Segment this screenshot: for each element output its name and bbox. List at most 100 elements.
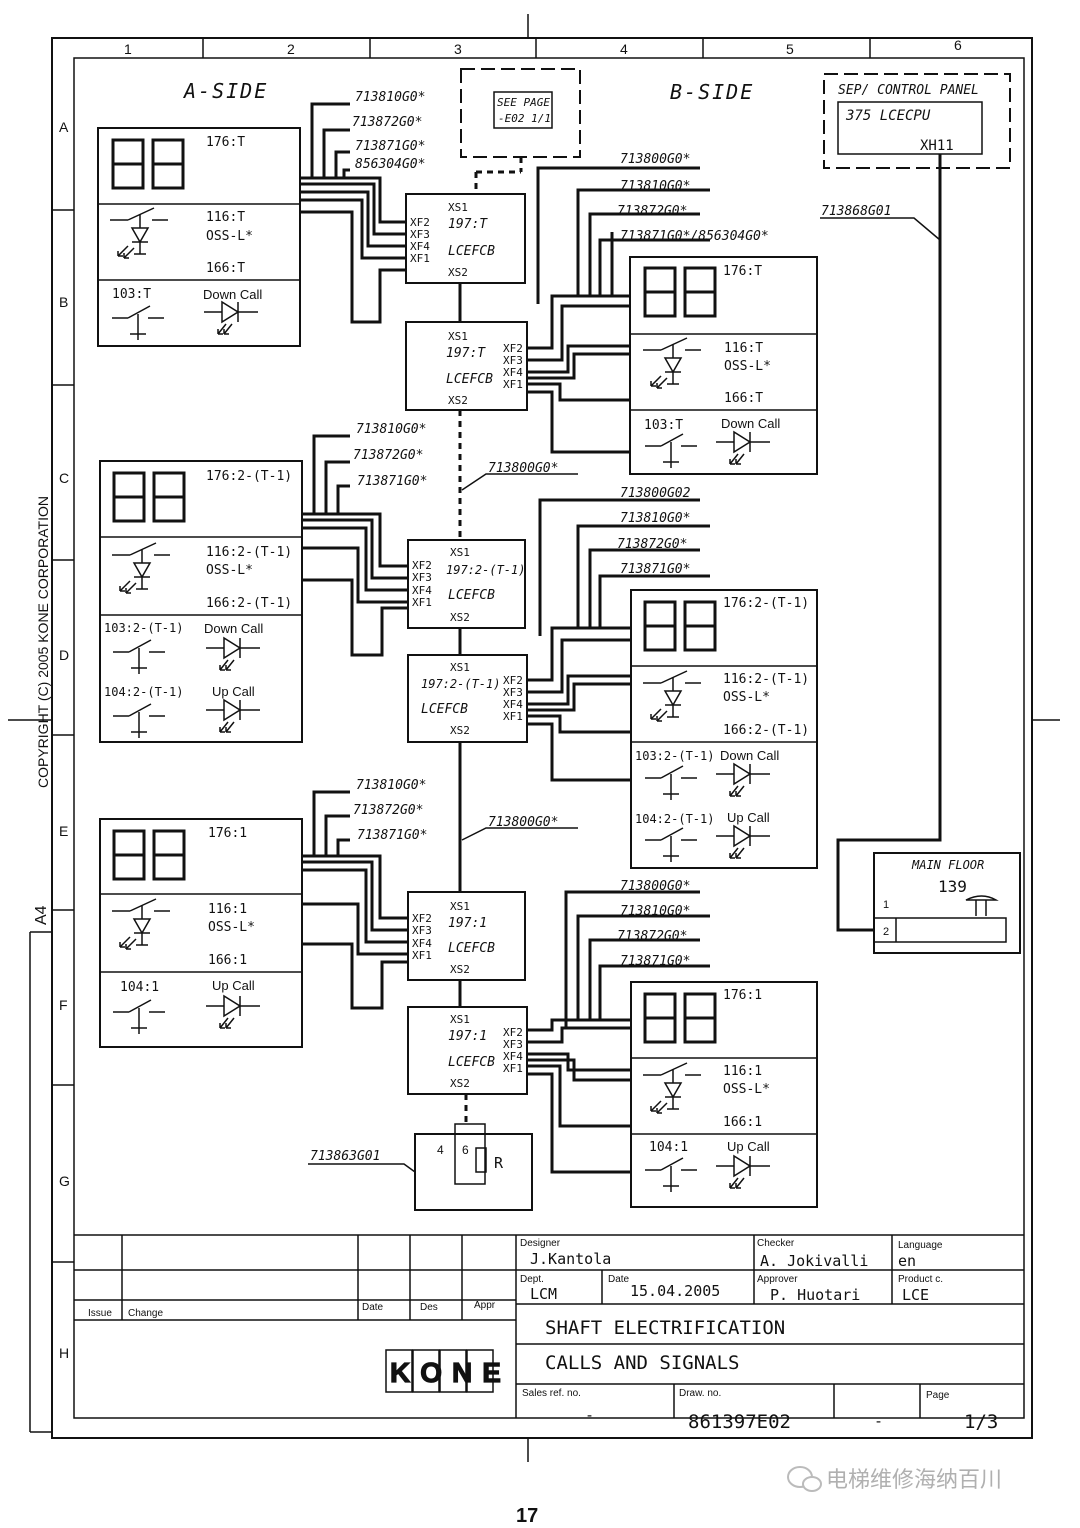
svg-text:Down Call: Down Call xyxy=(203,287,262,302)
svg-text:LCE: LCE xyxy=(902,1286,929,1304)
a-top-cable-drops xyxy=(310,102,350,178)
svg-text:XF1: XF1 xyxy=(503,378,523,391)
col-4: 4 xyxy=(620,41,628,57)
svg-text:197:1: 197:1 xyxy=(448,916,487,931)
control-panel: SEP/ CONTROL PANEL 375 LCECPU XH11 71386… xyxy=(820,73,1011,932)
col-5: 5 xyxy=(786,41,794,57)
sheet-page-number: 17 xyxy=(516,1505,538,1527)
a-bottom-wiring xyxy=(302,854,408,1010)
svg-text:XF4: XF4 xyxy=(503,1050,523,1063)
call-led-icon xyxy=(715,1155,771,1189)
svg-text:713863G01: 713863G01 xyxy=(310,1149,380,1164)
b-bottom-cable-drops xyxy=(564,890,710,1028)
svg-text:电梯维修海纳百川: 电梯维修海纳百川 xyxy=(826,1468,1002,1493)
main-floor-number: 139 xyxy=(938,877,967,896)
svg-text:713871G0*: 713871G0* xyxy=(620,954,690,969)
svg-text:LCM: LCM xyxy=(530,1285,557,1303)
svg-text:XF3: XF3 xyxy=(503,354,523,367)
svg-text:XS2: XS2 xyxy=(450,611,470,624)
svg-text:197:2-(T-1): 197:2-(T-1) xyxy=(421,677,500,691)
oss-indicator-icon xyxy=(111,542,171,594)
control-panel-cable: 713868G01 xyxy=(821,204,891,219)
svg-text:104:2-(T-1): 104:2-(T-1) xyxy=(635,812,714,826)
svg-text:116:T: 116:T xyxy=(724,341,763,356)
svg-text:XS1: XS1 xyxy=(450,546,470,559)
svg-text:XF4: XF4 xyxy=(410,240,430,253)
pushbutton-icon xyxy=(644,1157,698,1193)
svg-text:176:2-(T-1): 176:2-(T-1) xyxy=(723,596,809,611)
segment-display-icon xyxy=(112,829,186,881)
svg-text:R: R xyxy=(494,1154,504,1172)
svg-text:Approver: Approver xyxy=(757,1274,798,1285)
svg-text:XS2: XS2 xyxy=(448,394,468,407)
svg-text:Checker: Checker xyxy=(757,1238,795,1249)
svg-text:166:2-(T-1): 166:2-(T-1) xyxy=(206,596,292,611)
oss-indicator-icon xyxy=(642,337,702,389)
svg-text:176:1: 176:1 xyxy=(208,826,247,841)
main-floor-title: MAIN FLOOR xyxy=(911,858,984,872)
svg-text:713810G0*: 713810G0* xyxy=(355,90,425,105)
b-top-wiring xyxy=(527,294,630,454)
paper-size: A4 xyxy=(33,905,50,925)
a-station-bottom: 176:1 116:1 OSS-L* 166:1 104:1 Up Call xyxy=(99,818,303,1048)
svg-text:713872G0*: 713872G0* xyxy=(617,537,687,552)
svg-text:XF3: XF3 xyxy=(412,571,432,584)
svg-text:Date: Date xyxy=(362,1302,384,1313)
svg-text:713810G0*: 713810G0* xyxy=(356,422,426,437)
svg-text:XF1: XF1 xyxy=(410,252,430,265)
svg-text:-: - xyxy=(585,1406,594,1424)
svg-text:XF4: XF4 xyxy=(503,698,523,711)
drawing-frame xyxy=(8,14,1060,1462)
svg-text:J.Kantola: J.Kantola xyxy=(530,1250,611,1268)
pushbutton-icon xyxy=(112,639,166,675)
pushbutton-icon xyxy=(111,305,165,341)
title-block: Issue Change Date Des Appr Designer J.Ka… xyxy=(74,1234,1024,1433)
svg-text:Appr: Appr xyxy=(474,1300,496,1311)
svg-text:713810G0*: 713810G0* xyxy=(620,179,690,194)
svg-text:OSS-L*: OSS-L* xyxy=(206,563,253,578)
a-side-title: A-SIDE xyxy=(182,79,268,103)
segment-display-icon xyxy=(112,471,186,523)
svg-text:713872G0*: 713872G0* xyxy=(352,115,422,130)
svg-text:197:1: 197:1 xyxy=(448,1029,487,1044)
svg-text:XS2: XS2 xyxy=(450,963,470,976)
svg-text:6: 6 xyxy=(462,1143,469,1157)
main-floor-pin2: 2 xyxy=(883,926,889,938)
a-bottom-cable-drops xyxy=(312,790,350,856)
row-markers: A B C D E F G H xyxy=(59,119,70,1361)
watermark: 电梯维修海纳百川 xyxy=(787,1466,1002,1493)
svg-text:713800G0*: 713800G0* xyxy=(620,152,690,167)
svg-text:Page: Page xyxy=(926,1390,950,1401)
svg-text:713871G0*: 713871G0* xyxy=(355,139,425,154)
drawing-title-2: CALLS AND SIGNALS xyxy=(545,1352,739,1374)
svg-text:176:1: 176:1 xyxy=(723,988,762,1003)
svg-text:OSS-L*: OSS-L* xyxy=(723,690,770,705)
svg-text:713871G0*: 713871G0* xyxy=(357,474,427,489)
row-d: D xyxy=(59,647,69,663)
svg-text:713871G0*: 713871G0* xyxy=(357,828,427,843)
a-station-middle: 176:2-(T-1) 116:2-(T-1) OSS-L* 166:2-(T-… xyxy=(99,460,303,743)
oss-indicator-icon xyxy=(642,1062,702,1114)
svg-text:XS1: XS1 xyxy=(450,900,470,913)
svg-text:LCEFCB: LCEFCB xyxy=(448,588,495,603)
drawing-title-1: SHAFT ELECTRIFICATION xyxy=(545,1317,785,1339)
svg-text:176:T: 176:T xyxy=(723,264,762,279)
svg-text:713800G0*: 713800G0* xyxy=(488,461,558,476)
col-2: 2 xyxy=(287,41,295,57)
svg-text:Draw. no.: Draw. no. xyxy=(679,1388,721,1399)
see-page-line1: SEE PAGE xyxy=(497,96,550,109)
svg-text:Date: Date xyxy=(608,1274,630,1285)
svg-text:15.04.2005: 15.04.2005 xyxy=(630,1282,720,1300)
svg-text:197:T: 197:T xyxy=(448,217,488,232)
svg-text:Change: Change xyxy=(128,1308,163,1319)
svg-text:166:1: 166:1 xyxy=(208,953,247,968)
svg-text:LCEFCB: LCEFCB xyxy=(448,941,495,956)
pushbutton-icon xyxy=(112,999,166,1035)
svg-text:713872G0*: 713872G0* xyxy=(353,803,423,818)
lcefcb-b-bottom: XS1 197:1 LCEFCB XS2 XF2 XF3 XF4 XF1 xyxy=(407,1006,528,1095)
pushbutton-icon xyxy=(644,433,698,469)
call-led-icon xyxy=(715,763,771,797)
svg-text:713872G0*: 713872G0* xyxy=(617,929,687,944)
svg-text:LCEFCB: LCEFCB xyxy=(446,372,493,387)
svg-text:XF2: XF2 xyxy=(410,216,430,229)
